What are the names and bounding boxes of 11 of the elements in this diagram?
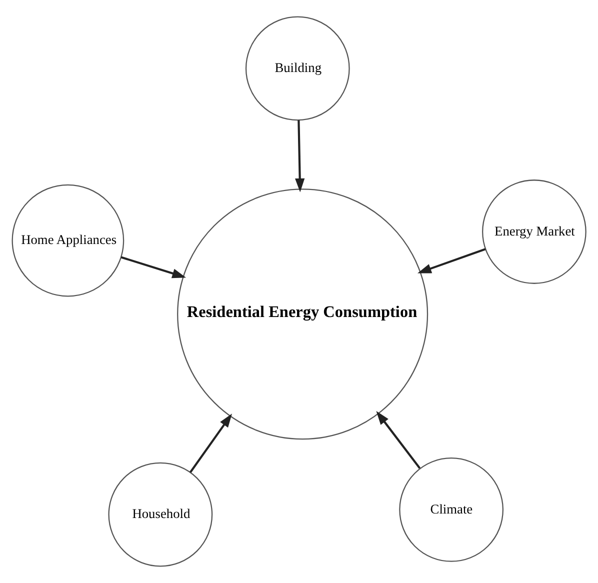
node-circle: Energy Market [482, 180, 586, 284]
node-circle: Building [245, 16, 350, 121]
arrow [418, 248, 486, 274]
node-circle: Household [108, 462, 213, 567]
node-circle: Residential Energy Consumption [177, 188, 428, 440]
arrow [190, 414, 232, 473]
arrow [376, 410, 421, 469]
arrow [295, 120, 305, 192]
node-circle: Climate [399, 458, 504, 562]
node-circle: Home Appliances [12, 184, 124, 297]
arrow [120, 256, 186, 278]
